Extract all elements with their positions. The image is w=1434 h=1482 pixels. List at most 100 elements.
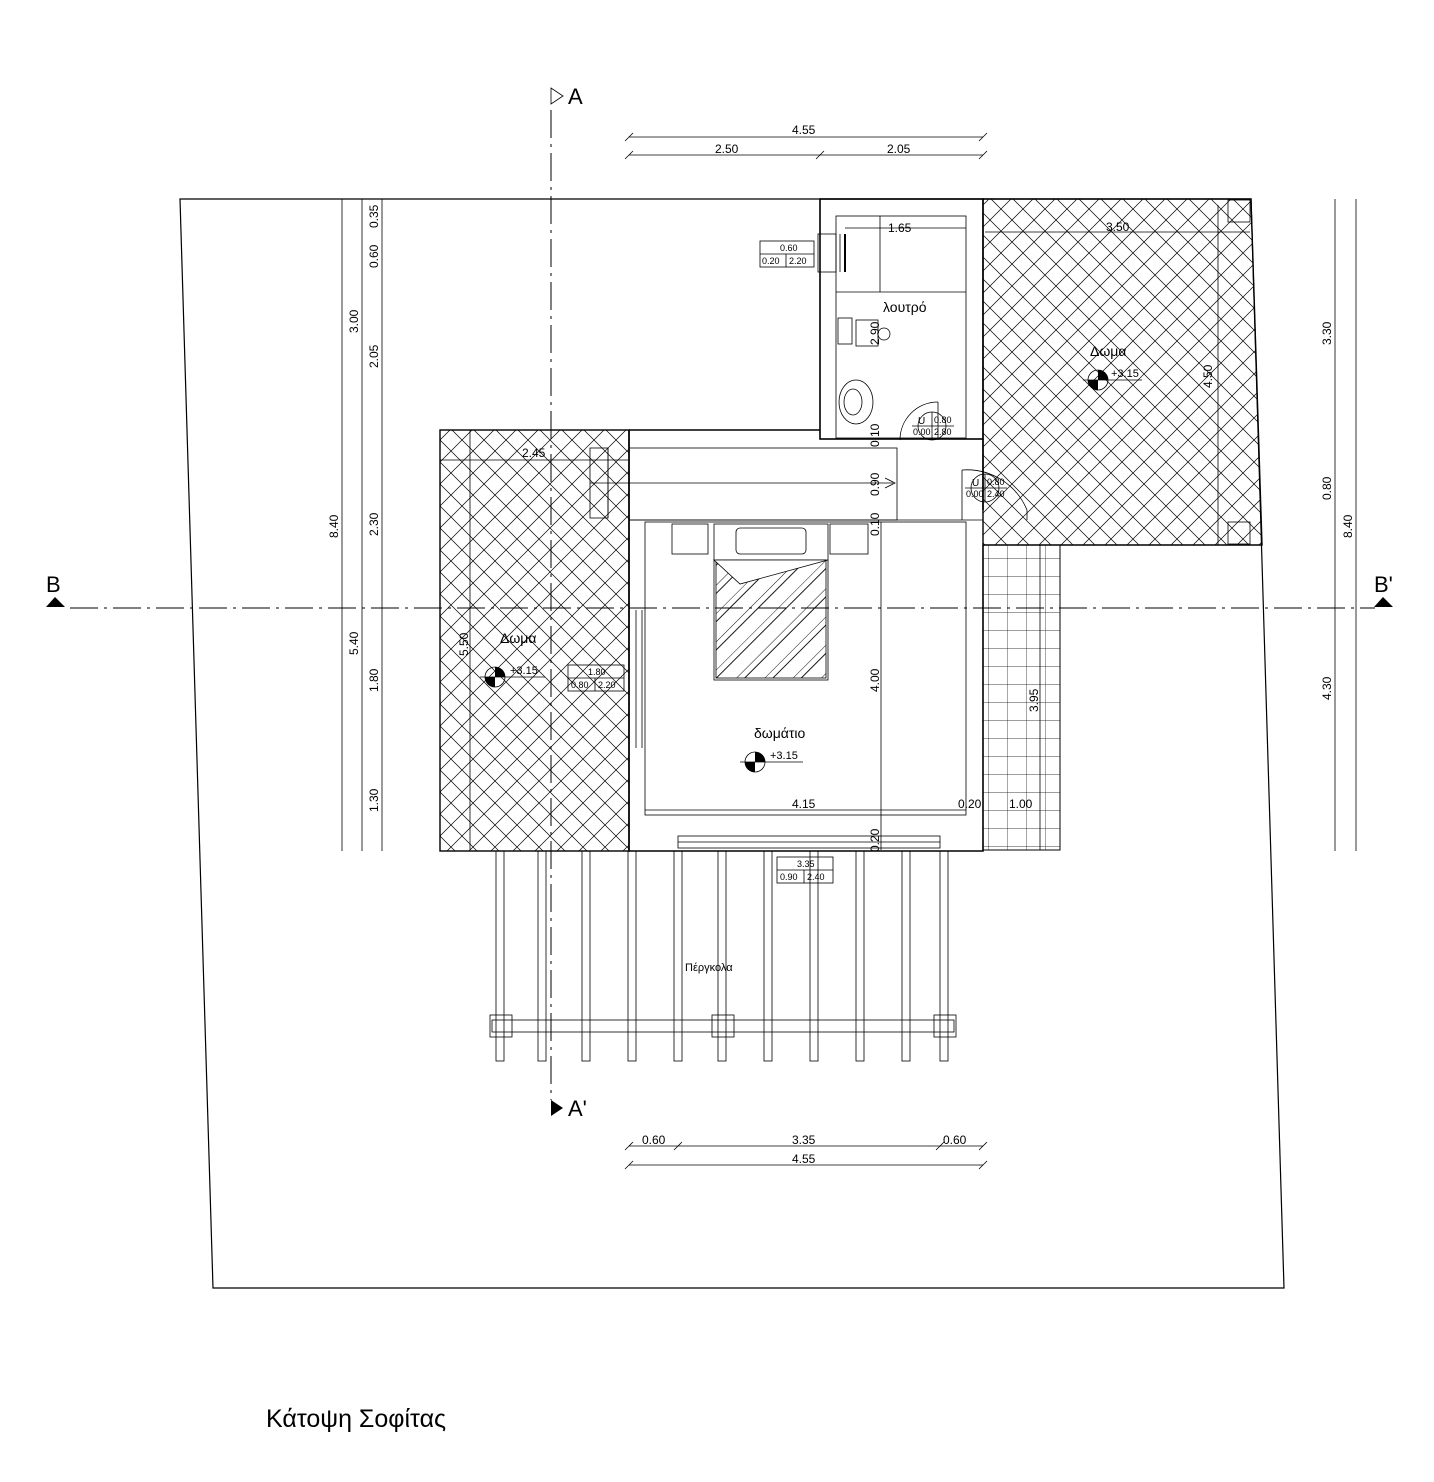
svg-text:1.80: 1.80 xyxy=(367,668,381,692)
dimension-tick xyxy=(624,1141,634,1151)
pergola-beam-joint xyxy=(933,1014,957,1038)
section-marker-a: A xyxy=(550,84,583,109)
tiled-area xyxy=(982,544,1061,851)
svg-text:0.35: 0.35 xyxy=(367,204,381,228)
svg-text:U: U xyxy=(918,416,925,427)
dimension-tick xyxy=(815,150,825,160)
section-marker-b: B xyxy=(46,572,65,607)
svg-text:2.20: 2.20 xyxy=(789,256,807,266)
svg-text:2.20: 2.20 xyxy=(598,680,616,690)
svg-text:3.35: 3.35 xyxy=(792,1133,816,1147)
svg-text:0.20: 0.20 xyxy=(868,828,882,852)
svg-text:1.65: 1.65 xyxy=(888,221,912,235)
svg-text:0.80: 0.80 xyxy=(987,477,1005,487)
svg-text:0.60: 0.60 xyxy=(780,243,798,253)
svg-text:A: A xyxy=(568,84,583,109)
svg-text:2.05: 2.05 xyxy=(887,142,911,156)
svg-text:3.30: 3.30 xyxy=(1320,321,1334,345)
dimension-tick xyxy=(978,1141,988,1151)
dimension-lines xyxy=(341,136,1357,1166)
svg-text:3.50: 3.50 xyxy=(1106,220,1130,234)
dimension-tick xyxy=(673,1141,683,1151)
label-terrace-right: Δωμα xyxy=(1090,343,1126,359)
svg-text:8.40: 8.40 xyxy=(327,514,341,538)
pergola-post xyxy=(581,850,591,1062)
label-bedroom: δωμάτιο xyxy=(754,725,806,741)
svg-text:3.00: 3.00 xyxy=(347,309,361,333)
dimension-tick xyxy=(935,1141,945,1151)
pergola-post xyxy=(901,850,911,1062)
window-tag-w2: 1.80 0.80 2.20 xyxy=(567,664,625,692)
svg-text:2.30: 2.30 xyxy=(367,512,381,536)
bed xyxy=(671,523,869,681)
svg-text:0.60: 0.60 xyxy=(642,1133,666,1147)
pergola-post xyxy=(627,850,637,1062)
dimension-tick xyxy=(978,1160,988,1170)
pergola-post xyxy=(809,850,819,1062)
svg-text:5.50: 5.50 xyxy=(457,632,471,656)
pergola-beam-joint xyxy=(711,1014,735,1038)
svg-text:+3.15: +3.15 xyxy=(510,665,538,677)
svg-text:2.45: 2.45 xyxy=(522,446,546,460)
svg-text:0.80: 0.80 xyxy=(934,415,952,425)
svg-text:4.50: 4.50 xyxy=(1201,364,1215,388)
svg-text:4.55: 4.55 xyxy=(792,123,816,137)
svg-text:0.90: 0.90 xyxy=(780,872,798,882)
svg-text:B': B' xyxy=(1374,572,1393,597)
svg-text:2.40: 2.40 xyxy=(807,872,825,882)
pergola-post xyxy=(939,850,949,1062)
svg-text:4.55: 4.55 xyxy=(792,1152,816,1166)
svg-text:0.10: 0.10 xyxy=(868,512,882,536)
label-pergola: Πέργκολα xyxy=(685,962,733,974)
svg-text:+3.15: +3.15 xyxy=(770,750,798,762)
pergola-beam-joint xyxy=(489,1014,513,1038)
svg-text:U: U xyxy=(972,478,979,489)
window-tag-w3: 3.35 0.90 2.40 xyxy=(776,856,834,884)
svg-text:1.30: 1.30 xyxy=(367,788,381,812)
svg-text:4.30: 4.30 xyxy=(1320,676,1334,700)
svg-text:0.20: 0.20 xyxy=(762,256,780,266)
svg-text:0.60: 0.60 xyxy=(367,244,381,268)
label-bath: λουτρό xyxy=(883,299,927,315)
level-bedroom: +3.15 xyxy=(740,750,803,773)
svg-text:8.40: 8.40 xyxy=(1341,514,1355,538)
pergola-post xyxy=(855,850,865,1062)
svg-text:2.90: 2.90 xyxy=(868,321,882,345)
svg-text:+3.15: +3.15 xyxy=(1111,368,1139,380)
door-tag-d2: U 0.80 0.00 2.40 xyxy=(965,473,1007,503)
window-tag-w1: 0.60 0.20 2.20 xyxy=(759,240,815,268)
section-marker-a-prime: A' xyxy=(551,1096,587,1121)
svg-text:0.10: 0.10 xyxy=(868,423,882,447)
level-terrace-right: +3.15 xyxy=(1083,368,1142,391)
dimension-tick xyxy=(624,150,634,160)
dimension-tick xyxy=(624,132,634,142)
svg-text:2.40: 2.40 xyxy=(987,489,1005,499)
svg-text:0.80: 0.80 xyxy=(571,680,589,690)
section-marker-b-prime: B' xyxy=(1374,572,1393,607)
pergola xyxy=(489,850,957,1062)
svg-text:3.35: 3.35 xyxy=(797,859,815,869)
svg-text:3.95: 3.95 xyxy=(1027,688,1041,712)
pergola-post xyxy=(717,850,727,1062)
drawing-title: Κάτοψη Σοφίτας xyxy=(266,1405,447,1433)
label-terrace-left: Δωμα xyxy=(500,630,536,646)
svg-text:0.00: 0.00 xyxy=(913,427,931,437)
dimension-tick xyxy=(624,1160,634,1170)
level-terrace-left: +3.15 xyxy=(480,665,545,688)
bathroom-outline xyxy=(819,198,984,440)
pergola-post xyxy=(495,850,505,1062)
dimension-tick xyxy=(978,132,988,142)
svg-text:0.20: 0.20 xyxy=(958,797,982,811)
svg-text:0.80: 0.80 xyxy=(1320,476,1334,500)
svg-text:0.90: 0.90 xyxy=(868,472,882,496)
staircase xyxy=(589,447,898,521)
svg-text:2.80: 2.80 xyxy=(934,427,952,437)
svg-text:1.80: 1.80 xyxy=(588,667,606,677)
svg-text:0.60: 0.60 xyxy=(943,1133,967,1147)
pergola-post xyxy=(673,850,683,1062)
svg-text:B: B xyxy=(46,572,61,597)
svg-text:1.00: 1.00 xyxy=(1009,797,1033,811)
svg-text:5.40: 5.40 xyxy=(347,631,361,655)
svg-text:4.15: 4.15 xyxy=(792,797,816,811)
svg-text:2.05: 2.05 xyxy=(367,344,381,368)
